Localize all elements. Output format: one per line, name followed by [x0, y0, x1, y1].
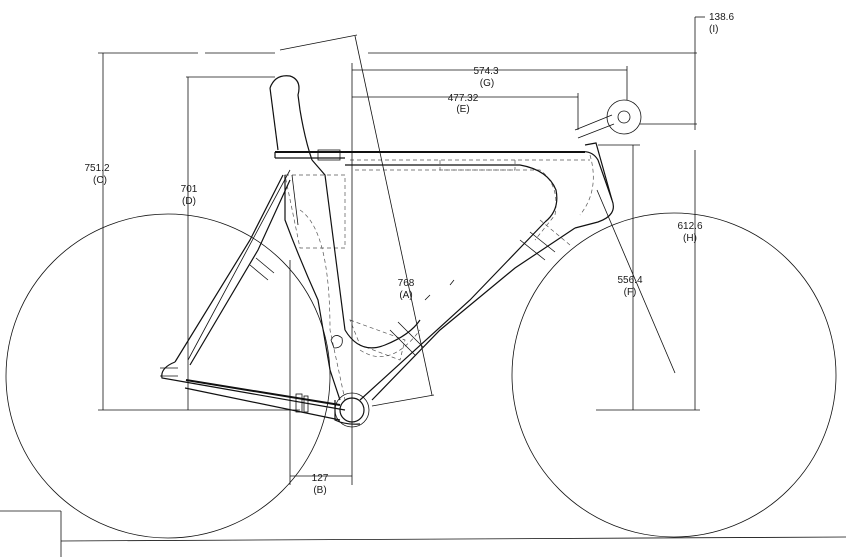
dim-E-value: 477.32: [448, 93, 479, 104]
cable-port: [424, 279, 455, 301]
dim-F-value: 556.4: [617, 275, 642, 286]
dim-A-value: 768: [398, 278, 415, 289]
dim-I-value: 138.6: [709, 12, 734, 23]
dim-D-letter: (D): [182, 196, 196, 207]
dim-label-G: 574.3 (G): [473, 66, 498, 89]
dim-C-letter: (C): [93, 175, 107, 186]
title-block-corner: [0, 510, 846, 557]
dim-label-C: 751.2 (C): [84, 163, 109, 186]
dim-C-value: 751.2: [84, 163, 109, 174]
rear-wheel: [5, 213, 331, 539]
dim-label-B: 127 (B): [312, 473, 329, 496]
chain-stay: [160, 361, 346, 421]
dim-label-H: 612.6 (H): [677, 221, 702, 244]
hidden-lines: [284, 154, 594, 401]
dimension-lines: [98, 16, 705, 485]
dim-F-letter: (F): [624, 287, 637, 298]
front-wheel: [511, 212, 837, 538]
dim-B-letter: (B): [313, 485, 326, 496]
down-tube: [344, 221, 576, 401]
dim-G-value: 574.3: [473, 66, 498, 77]
dim-I-letter: (I): [709, 24, 718, 35]
dim-label-A: 768 (A): [398, 278, 415, 301]
bottle-boss: [330, 335, 343, 349]
dim-H-letter: (H): [683, 233, 697, 244]
head-tube: [574, 99, 642, 201]
dim-label-I: 138.6 (I): [709, 12, 734, 35]
dim-H-value: 612.6: [677, 221, 702, 232]
top-tube: [274, 149, 614, 229]
dim-B-value: 127: [312, 473, 329, 484]
dim-label-E: 477.32 (E): [448, 93, 479, 115]
dim-A-letter: (A): [399, 290, 412, 301]
dim-G-letter: (G): [480, 78, 494, 89]
seat-stay: [174, 174, 291, 366]
seat-tube: [269, 75, 346, 401]
dim-D-value: 701: [181, 184, 198, 195]
dim-label-D: 701 (D): [181, 184, 198, 207]
dim-label-F: 556.4 (F): [617, 275, 642, 298]
dim-E-letter: (E): [456, 104, 469, 115]
